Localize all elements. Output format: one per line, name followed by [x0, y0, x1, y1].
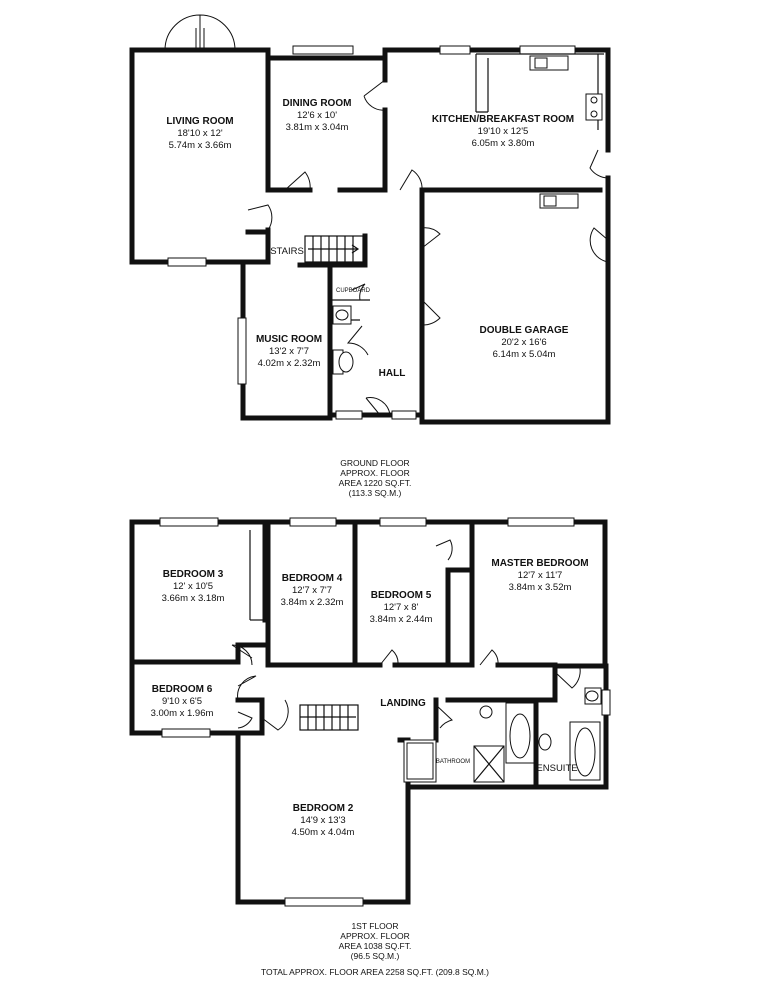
kitchen-metric: 6.05m x 3.80m: [472, 138, 535, 149]
bathroom-fittings: [403, 687, 602, 783]
bedroom-6-name: BEDROOM 6: [152, 684, 213, 695]
bedroom-6-imperial: 9'10 x 6'5: [162, 696, 202, 707]
dining-room-name: DINING ROOM: [283, 98, 352, 109]
kitchen-imperial: 19'10 x 12'5: [478, 126, 529, 137]
ground-floor-plan: LIVING ROOM 18'10 x 12' 5.74m x 3.66m DI…: [129, 14, 611, 498]
bedroom-3-name: BEDROOM 3: [163, 569, 224, 580]
bedroom-3-imperial: 12' x 10'5: [173, 581, 213, 592]
music-room-metric: 4.02m x 2.32m: [258, 358, 321, 369]
living-room-metric: 5.74m x 3.66m: [169, 140, 232, 151]
living-room-imperial: 18'10 x 12': [177, 128, 223, 139]
total-floor-area: TOTAL APPROX. FLOOR AREA 2258 SQ.FT. (20…: [261, 967, 489, 977]
living-room-name: LIVING ROOM: [166, 116, 233, 127]
master-bedroom-name: MASTER BEDROOM: [491, 558, 588, 569]
first-floor-summary-1: 1ST FLOOR: [351, 921, 398, 931]
ground-floor-summary-1: GROUND FLOOR: [340, 458, 409, 468]
double-garage-imperial: 20'2 x 16'6: [501, 337, 546, 348]
bedroom-5-metric: 3.84m x 2.44m: [370, 614, 433, 625]
bedroom-5-imperial: 12'7 x 8': [384, 602, 419, 613]
master-bedroom-metric: 3.84m x 3.52m: [509, 582, 572, 593]
music-room-imperial: 13'2 x 7'7: [269, 346, 309, 357]
hall-label: HALL: [379, 368, 406, 379]
kitchen-fittings: [475, 53, 604, 130]
cupboard-label: CUPBOARD: [336, 288, 371, 294]
master-bedroom-imperial: 12'7 x 11'7: [518, 570, 563, 581]
ground-floor-summary-2: APPROX. FLOOR: [340, 468, 409, 478]
kitchen-name: KITCHEN/BREAKFAST ROOM: [432, 114, 574, 125]
bedroom-6-metric: 3.00m x 1.96m: [151, 708, 214, 719]
cloakroom-wc: [332, 305, 354, 375]
first-floor-stairs: [299, 704, 359, 731]
bedroom-4-name: BEDROOM 4: [282, 573, 343, 584]
first-floor-summary-2: APPROX. FLOOR: [340, 931, 409, 941]
bedroom-2-name: BEDROOM 2: [293, 803, 354, 814]
bedroom-2-metric: 4.50m x 4.04m: [292, 827, 355, 838]
bedroom-5-name: BEDROOM 5: [371, 590, 432, 601]
ensuite-label: ENSUITE: [536, 763, 577, 774]
dining-room-metric: 3.81m x 3.04m: [286, 122, 349, 133]
ground-stairs: [304, 235, 364, 263]
music-room-name: MUSIC ROOM: [256, 334, 322, 345]
dining-room-imperial: 12'6 x 10': [297, 110, 337, 121]
first-floor-summary-4: (96.5 SQ.M.): [351, 951, 400, 961]
bedroom-4-imperial: 12'7 x 7'7: [292, 585, 332, 596]
first-floor-summary-3: AREA 1038 SQ.FT.: [339, 941, 412, 951]
ground-floor-summary-3: AREA 1220 SQ.FT.: [339, 478, 412, 488]
bathroom-label: BATHROOM: [436, 759, 470, 765]
double-garage-name: DOUBLE GARAGE: [480, 325, 569, 336]
double-garage-metric: 6.14m x 5.04m: [493, 349, 556, 360]
landing-label: LANDING: [380, 698, 426, 709]
ground-floor-summary-4: (113.3 SQ.M.): [349, 488, 402, 498]
first-floor-plan: BEDROOM 3 12' x 10'5 3.66m x 3.18m BEDRO…: [129, 517, 611, 961]
bedroom-2-imperial: 14'9 x 13'3: [300, 815, 345, 826]
bedroom-3-metric: 3.66m x 3.18m: [162, 593, 225, 604]
bedroom-4-metric: 3.84m x 2.32m: [281, 597, 344, 608]
stairs-label: STAIRS: [270, 246, 304, 257]
